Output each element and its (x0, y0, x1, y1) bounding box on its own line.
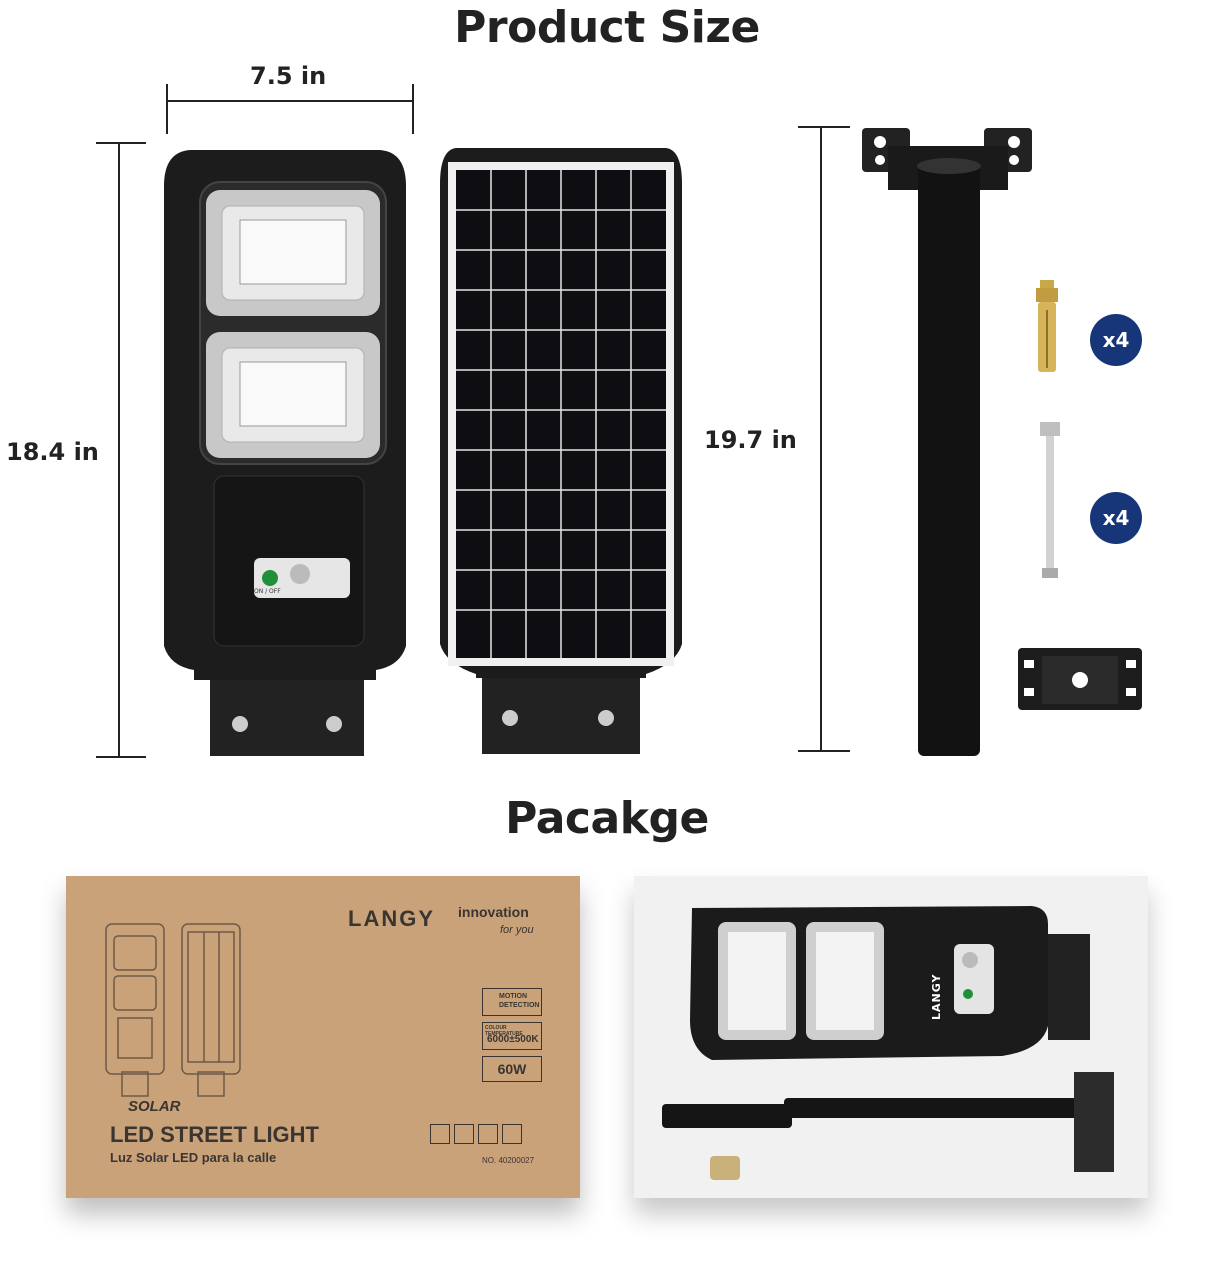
box-tagline-sub: for you (500, 924, 534, 936)
this-way-up-icon (430, 1124, 450, 1144)
package-title: Pacakge (505, 793, 709, 844)
package-box: LANGY innovation for you MOTION DETECTIO… (66, 876, 580, 1198)
packed-light (690, 906, 1090, 1060)
anchor-quantity-badge: x4 (1090, 314, 1142, 366)
wattage-badge: 60W (482, 1056, 542, 1082)
packed-hardware (710, 1156, 740, 1180)
product-size-title: Product Size (454, 2, 760, 53)
pole-height-tick-bottom (798, 750, 850, 752)
pole-height-line (820, 126, 822, 752)
light-height-line (118, 142, 120, 758)
box-illustration (105, 923, 241, 1097)
motion-detection-badge: MOTION DETECTION (482, 988, 542, 1016)
width-dimension-line (166, 100, 414, 102)
recycle-icon (502, 1124, 522, 1144)
screw-bolt (1040, 422, 1060, 578)
pole-height-label: 19.7 in (704, 426, 797, 454)
width-tick-right (412, 84, 414, 134)
bolt-quantity-badge: x4 (1090, 492, 1142, 544)
box-product-name: LED STREET LIGHT (110, 1122, 319, 1147)
keep-dry-icon (454, 1124, 474, 1144)
light-height-tick-top (96, 142, 146, 144)
packed-light-brand: LANGY (930, 973, 943, 1020)
light-height-label: 18.4 in (6, 438, 99, 466)
light-height-tick-bottom (96, 756, 146, 758)
mounting-pole (862, 128, 1032, 756)
box-model-number: NO. 40200027 (482, 1156, 535, 1165)
box-solar-label: SOLAR (128, 1098, 181, 1115)
handling-icons (430, 1124, 540, 1146)
packed-bracket (1074, 1072, 1114, 1172)
fragile-icon (478, 1124, 498, 1144)
street-light-back (440, 148, 682, 754)
box-tagline: innovation (458, 904, 529, 920)
box-product-name-es: Luz Solar LED para la calle (110, 1150, 277, 1165)
packed-pole (662, 1104, 792, 1128)
switch-label: ON / OFF (254, 588, 281, 595)
foam-packaging: LANGY (634, 876, 1148, 1198)
width-tick-left (166, 84, 168, 134)
packed-pole-segment (784, 1098, 1084, 1118)
mounting-bracket (1018, 648, 1142, 710)
box-brand: LANGY (348, 906, 435, 931)
street-light-front (164, 150, 406, 756)
pole-height-tick-top (798, 126, 850, 128)
width-dimension-label: 7.5 in (250, 62, 327, 90)
color-temperature-badge: COLOUR TEMPERATURE 6000±500K (482, 1022, 542, 1050)
expansion-anchor (1036, 280, 1058, 372)
